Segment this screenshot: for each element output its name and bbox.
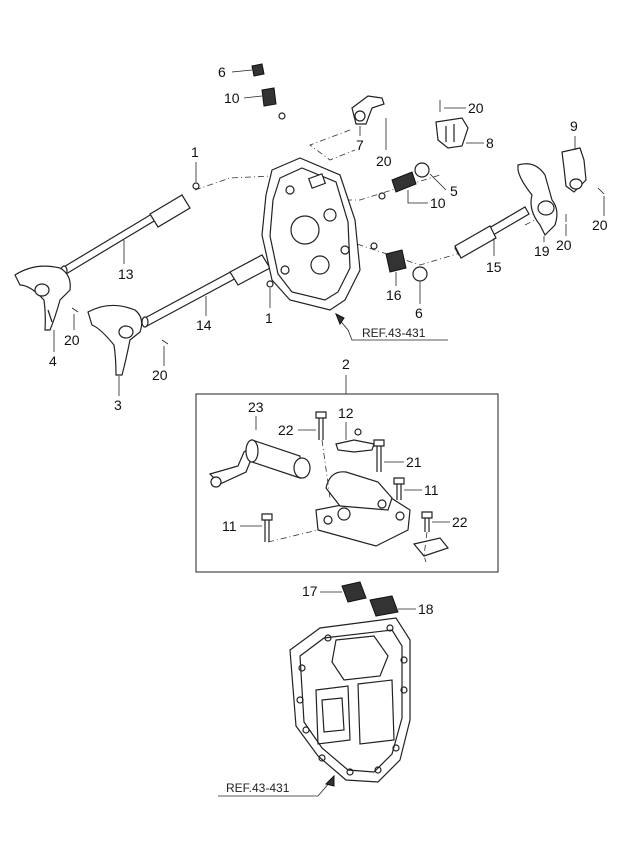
callout: 8 [486,135,494,151]
callout: 17 [302,583,318,599]
shift-rail-13 [60,194,191,277]
shift-fork-3 [87,304,143,376]
shift-lever-23 [208,439,301,488]
callout: 20 [376,153,392,169]
callout: 1 [265,310,273,326]
spring-18 [369,595,399,617]
ball-16 [370,242,378,250]
callout: 19 [534,243,550,259]
callout: 12 [338,405,354,421]
spring-17 [341,581,367,603]
callout: 22 [452,514,468,530]
callout: 14 [196,317,212,333]
callout: 10 [224,90,240,106]
shift-rail-15 [454,206,530,259]
callout: 3 [114,397,122,413]
callout: 11 [424,482,439,498]
bolt-22a [315,411,327,440]
bolt-11a [393,477,405,500]
reference-top: REF.43-431 [335,312,448,341]
callout: 9 [570,118,578,134]
interlock-ball [354,428,362,436]
callout: 21 [406,454,422,470]
callout: 20 [592,217,608,233]
ball-1-top [192,182,200,190]
callout: 7 [356,137,364,153]
spring-10-right [391,171,417,193]
bracket [412,537,450,557]
callout: 2 [342,356,350,372]
shift-lug-8 [435,117,469,149]
control-housing [315,471,411,547]
bolt-22b [421,511,433,532]
small-parts [71,63,605,345]
callout: 23 [248,399,264,415]
callout: 16 [386,287,402,303]
callout: 4 [49,353,57,369]
pin-20-fork3 [161,339,169,345]
shift-fork-4 [14,265,71,331]
ball-1-lower [266,280,274,288]
callouts-top: 6 10 20 7 20 8 9 1 5 10 20 19 20 15 13 1… [49,64,608,413]
callout: 11 [222,518,237,534]
interlock-12 [335,439,375,453]
bushing [293,457,311,479]
callout: 1 [191,144,199,160]
plug-5 [414,162,430,178]
shift-head-9 [561,147,587,193]
callout: 15 [486,259,502,275]
callout: 13 [118,266,134,282]
pin-20-fork4 [71,307,79,313]
callout: 10 [430,195,446,211]
reference-bottom: REF.43-431 [218,774,335,797]
ref-label-top: REF.43-431 [362,326,426,340]
callout: 18 [418,601,434,617]
spring-16 [385,249,407,273]
callout: 5 [450,183,458,199]
callout: 22 [278,422,294,438]
plug-6-lower [412,266,428,282]
callout: 6 [415,305,423,321]
callout: 20 [468,100,484,116]
shift-fork-19 [517,163,558,237]
ball-top [278,112,286,120]
springs-17-18: 17 18 [302,581,434,617]
callout: 20 [152,367,168,383]
spring-10-top [261,87,277,107]
bolt-11b [261,513,273,542]
housing-plate [261,157,361,311]
plug-6-top [251,63,265,77]
ref-label-bottom: REF.43-431 [226,781,290,795]
shift-lug-7 [351,95,385,125]
pin-20-head9 [597,187,605,195]
callout: 20 [64,332,80,348]
ball-right [378,192,386,200]
callout: 6 [218,64,226,80]
callout: 20 [556,237,572,253]
gearbox-case [289,617,411,783]
control-assembly-box: 2 [195,356,499,573]
bolt-21 [373,439,385,472]
